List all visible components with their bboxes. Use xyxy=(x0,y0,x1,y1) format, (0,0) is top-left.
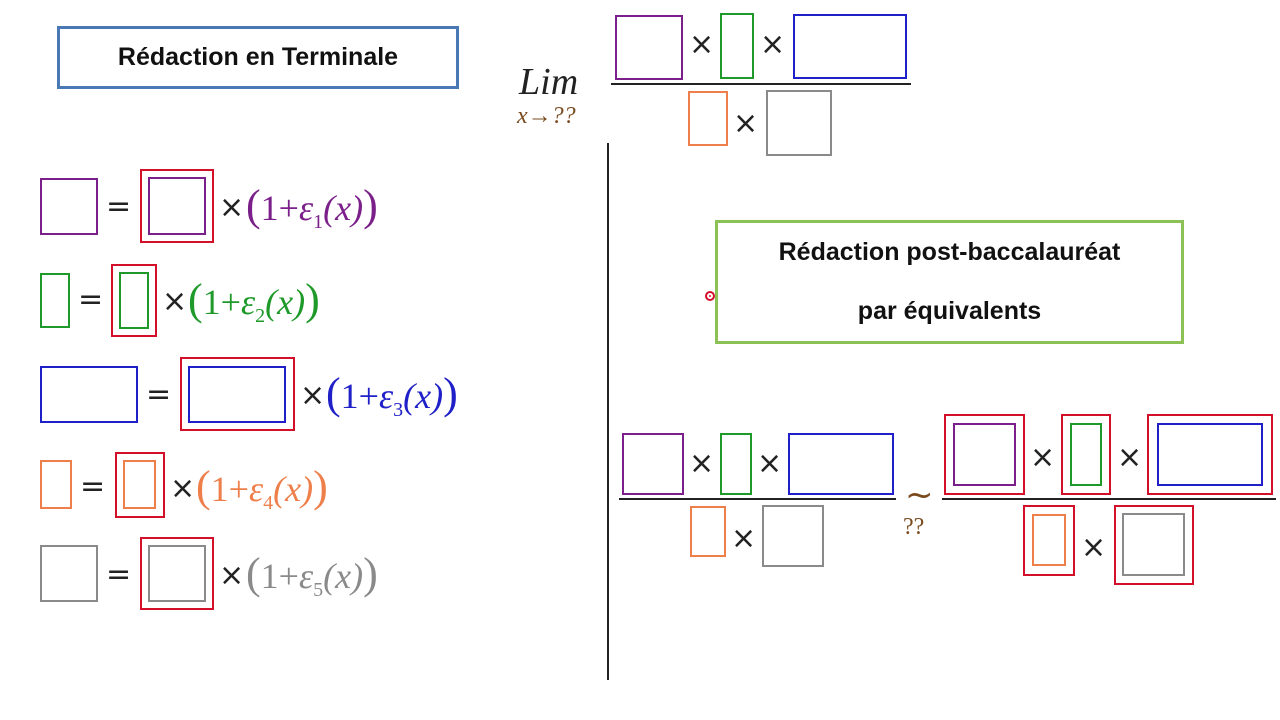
eq-left-num-green-box xyxy=(720,433,752,495)
eq-right-num-blue-frame xyxy=(1147,414,1273,495)
row3-red-frame xyxy=(180,357,295,431)
eq-left-times-3: × xyxy=(731,521,757,556)
limit-fraction-bar xyxy=(611,83,911,85)
row2-red-frame xyxy=(111,264,157,337)
row2-left-box xyxy=(40,273,70,328)
row5-equals: = xyxy=(106,557,132,592)
title-terminale-text: Rédaction en Terminale xyxy=(117,43,399,71)
row4-red-frame xyxy=(115,452,165,518)
row2-equals: = xyxy=(78,282,104,317)
eq-right-num-purple-frame xyxy=(944,414,1025,495)
eq-right-num-green-frame xyxy=(1061,414,1111,495)
row4-factor: (1+ε4(x)) xyxy=(196,462,328,515)
row5-inner-box xyxy=(148,545,206,602)
title-postbac-line1: Rédaction post-baccalauréat xyxy=(778,238,1121,266)
limit-num-purple-box xyxy=(615,15,683,80)
limit-num-green-box xyxy=(720,13,754,79)
eq-right-num-green-box xyxy=(1070,423,1102,486)
limit-times-1: × xyxy=(689,27,715,62)
eq-left-num-blue-box xyxy=(788,433,894,495)
lim-subscript: x→?? xyxy=(517,103,576,129)
eq-left-den-gray-box xyxy=(762,505,824,567)
row3-left-box xyxy=(40,366,138,423)
eq-right-den-orange-box xyxy=(1032,514,1066,566)
row2-times: × xyxy=(162,284,188,319)
row4-equals: = xyxy=(80,469,106,504)
row1-times: × xyxy=(219,190,245,225)
limit-num-blue-box xyxy=(793,14,907,79)
row4-times: × xyxy=(170,471,196,506)
eq-left-times-2: × xyxy=(757,446,783,481)
row2-factor: (1+ε2(x)) xyxy=(188,275,320,328)
eq-right-den-gray-box xyxy=(1122,513,1185,576)
lim-label: Lim xyxy=(519,61,579,103)
limit-times-2: × xyxy=(760,27,786,62)
row5-times: × xyxy=(219,558,245,593)
title-terminale: Rédaction en Terminale xyxy=(57,26,459,89)
row1-left-box xyxy=(40,178,98,235)
eq-right-times-2: × xyxy=(1117,440,1143,475)
eq-left-times-1: × xyxy=(689,446,715,481)
equivalence-tilde: ~ xyxy=(905,475,934,515)
eq-right-den-gray-frame xyxy=(1114,505,1194,585)
limit-times-3: × xyxy=(733,106,759,141)
eq-left-num-purple-box xyxy=(622,433,684,495)
cursor-marker xyxy=(705,291,715,301)
eq-right-times-3: × xyxy=(1081,530,1107,565)
row3-equals: = xyxy=(146,377,172,412)
row4-inner-box xyxy=(123,460,156,509)
row1-red-frame xyxy=(140,169,214,243)
row1-factor: (1+ε1(x)) xyxy=(246,181,378,234)
row1-equals: = xyxy=(106,189,132,224)
row4-left-box xyxy=(40,460,72,509)
title-postbac-line2: par équivalents xyxy=(857,297,1042,325)
eq-right-den-orange-frame xyxy=(1023,505,1075,576)
equivalence-subscript: ?? xyxy=(903,514,925,540)
limit-den-gray-box xyxy=(766,90,832,156)
row3-factor: (1+ε3(x)) xyxy=(326,369,458,422)
title-postbac: Rédaction post-baccalauréat par équivale… xyxy=(715,220,1184,344)
row5-red-frame xyxy=(140,537,214,610)
eq-right-fraction-bar xyxy=(942,498,1276,500)
vertical-divider xyxy=(607,143,609,680)
eq-right-num-blue-box xyxy=(1157,423,1263,486)
row5-factor: (1+ε5(x)) xyxy=(246,549,378,602)
row3-times: × xyxy=(300,378,326,413)
row5-left-box xyxy=(40,545,98,602)
row3-inner-box xyxy=(188,366,286,423)
limit-den-orange-box xyxy=(688,91,728,146)
eq-right-num-purple-box xyxy=(953,423,1016,486)
eq-right-times-1: × xyxy=(1030,440,1056,475)
row2-inner-box xyxy=(119,272,149,329)
eq-left-den-orange-box xyxy=(690,506,726,557)
eq-left-fraction-bar xyxy=(619,498,896,500)
row1-inner-box xyxy=(148,177,206,235)
